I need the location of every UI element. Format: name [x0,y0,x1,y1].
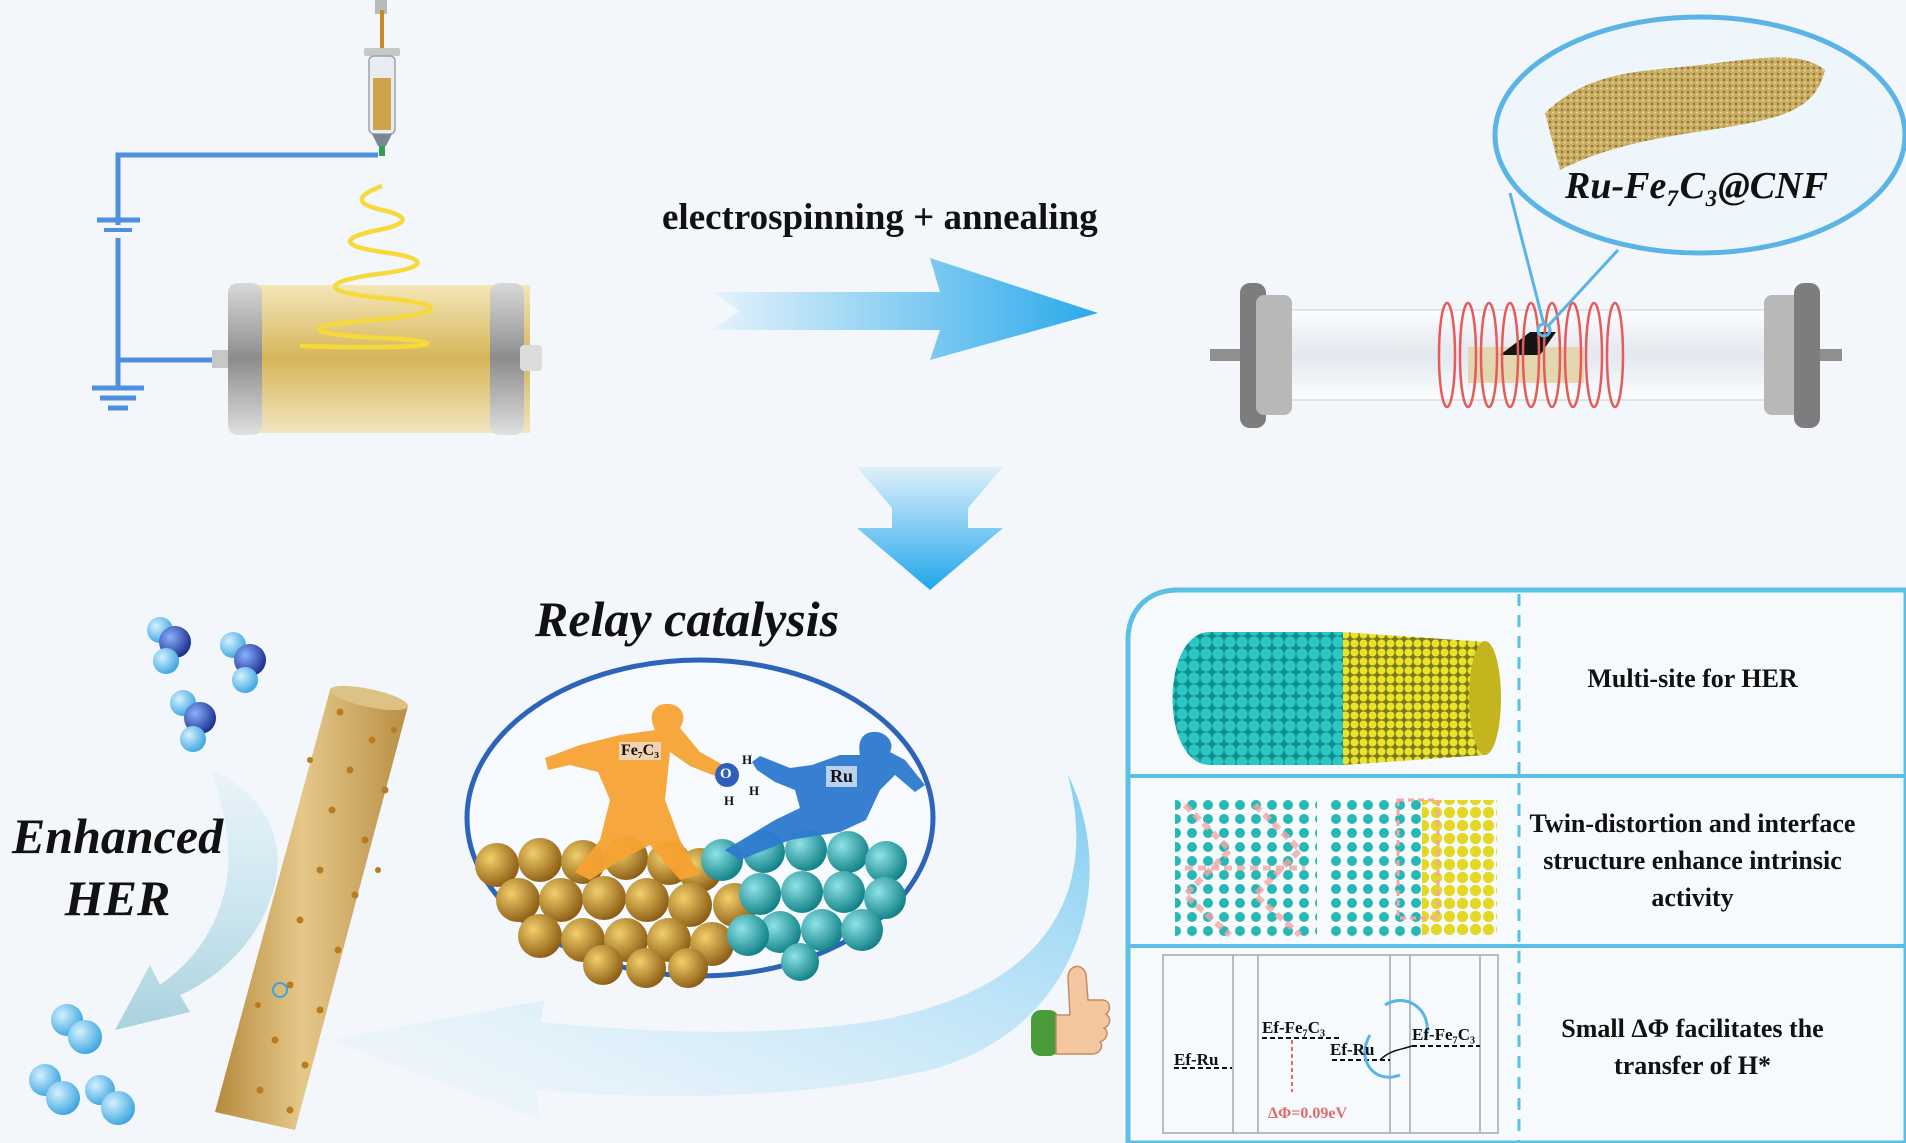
process-step-label: electrospinning + annealing [662,197,1098,238]
tube-furnace [1210,283,1842,428]
relay-scene [464,657,936,988]
ef-fe7c3-label: Ef-Fe₇C₃ [1262,1018,1326,1037]
water-o-label: O [720,766,732,782]
collector-drum [212,283,542,435]
enhanced-her-label: Enhanced HER [11,808,224,926]
ru-runner-label: Ru [826,766,858,787]
fiber-mat-image [1545,57,1825,170]
ground-icon [92,385,144,411]
ef-ru-interface-label: Ef-Ru [1330,1040,1375,1059]
syringe-icon [364,0,400,156]
fiber-jet [299,183,434,350]
ru-runner-icon [725,731,925,860]
work-function-diagram [1162,954,1499,1134]
her-curve-arrow [115,770,278,1030]
ef-ru-label: Ef-Ru [1174,1050,1219,1069]
product-zoom-bubble [1492,14,1906,328]
heating-coil [1437,301,1625,409]
water-h-label-1: H [742,752,753,767]
cnf-fiber [215,685,409,1130]
fe7c3-runner-icon [545,703,725,880]
fe7c3-atom-bed [475,836,757,988]
electrospinning-setup [92,0,542,435]
product-label: Ru-Fe₇C₃@CNF [1565,165,1828,207]
water-molecule [715,763,739,787]
feature-small-delta-phi: Small ΔΦ facilitates the transfer of H* [1561,1014,1824,1080]
relay-catalysis-title: Relay catalysis [535,591,840,647]
ru-fe7c3-rod-model [1172,632,1501,765]
process-arrow [712,258,1098,360]
feature-panel [1125,587,1906,1143]
h2-molecules [29,617,266,1125]
water-h-label-2: H [724,793,735,808]
circuit-wire [115,152,378,225]
interface-lattice-model [1330,798,1497,936]
thumbs-up-icon [1031,965,1111,1056]
twin-lattice-model [1175,800,1317,938]
ef-fe7c3-interface-label: Ef-Fe₇C₃ [1412,1025,1476,1044]
return-arrow [330,775,1090,1120]
ru-atom-bed [701,829,907,981]
sample-boat [1500,332,1556,355]
delta-phi-label: ΔΦ=0.09eV [1268,1105,1348,1122]
feature-multi-site: Multi-site for HER [1587,664,1798,693]
down-arrow [857,467,1003,590]
feature-twin-distortion: Twin-distortion and interface structure … [1529,809,1856,912]
water-h-label-3: H [749,783,760,798]
transfer-cycle-icon [1363,998,1429,1079]
fe7c3-runner-label: Fe₇C₃ [619,742,662,760]
